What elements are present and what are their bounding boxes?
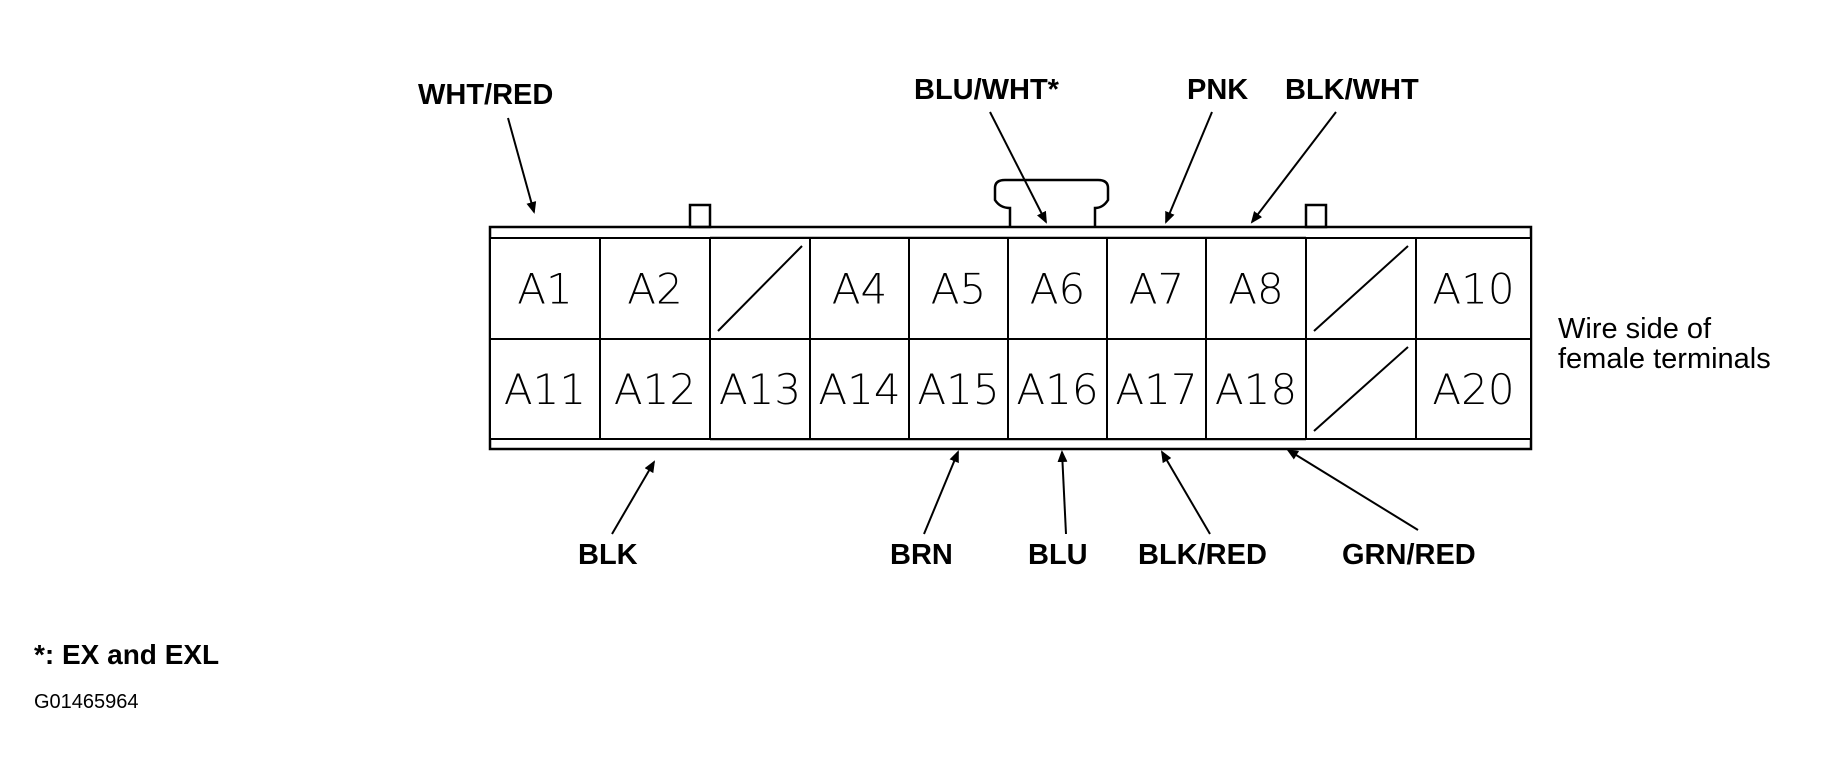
pin-cell: A15 bbox=[908, 338, 1009, 440]
wire-label-a6: BLU/WHT* bbox=[914, 74, 1060, 106]
footnote: *: EX and EXL bbox=[34, 639, 219, 670]
side-note-line1: Wire side of bbox=[1558, 313, 1712, 345]
pin-label: A8 bbox=[1228, 265, 1283, 314]
wire-label-a12: BLK bbox=[578, 539, 638, 571]
pin-label: A20 bbox=[1432, 365, 1514, 414]
pin-cell-box bbox=[1106, 237, 1207, 340]
wire-label-a1: WHT/RED bbox=[418, 79, 553, 111]
leader-a7 bbox=[1165, 111, 1213, 224]
leader-a6 bbox=[989, 111, 1047, 224]
pin-label: A14 bbox=[818, 365, 900, 414]
pin-cell: A20 bbox=[1415, 338, 1532, 440]
leader-a1 bbox=[507, 117, 537, 214]
leader-a12 bbox=[611, 460, 656, 535]
pin-cell: A7 bbox=[1106, 237, 1207, 340]
pin-label: A15 bbox=[917, 365, 999, 414]
leader-a16 bbox=[1057, 450, 1068, 535]
pin-label: A11 bbox=[504, 365, 586, 414]
pin-label: A10 bbox=[1432, 265, 1514, 314]
pin-cell: A8 bbox=[1205, 237, 1307, 340]
pin-cell: A4 bbox=[809, 237, 910, 340]
pin-cell-box bbox=[908, 338, 1009, 440]
pin-cell: A2 bbox=[599, 237, 711, 340]
empty-cavity-slash bbox=[717, 245, 803, 332]
pin-cavity-empty bbox=[709, 237, 811, 340]
pin-cell: A11 bbox=[489, 338, 601, 440]
leader-a15 bbox=[923, 450, 959, 535]
pin-cell-box bbox=[1415, 338, 1532, 440]
empty-cavity-slash bbox=[1313, 346, 1409, 432]
pin-cavity-empty bbox=[1305, 338, 1417, 440]
pin-label: A4 bbox=[832, 265, 887, 314]
pin-cell: A5 bbox=[908, 237, 1009, 340]
pin-label: A13 bbox=[719, 365, 801, 414]
side-note-line2: female terminals bbox=[1558, 343, 1771, 375]
pin-label: A18 bbox=[1215, 365, 1297, 414]
leader-a17 bbox=[1160, 450, 1211, 535]
pin-cell-box bbox=[489, 338, 601, 440]
wire-label-a15: BRN bbox=[890, 539, 953, 571]
pin-cell-box bbox=[1007, 237, 1108, 340]
pin-cell-box bbox=[1106, 338, 1207, 440]
wire-label-a17: BLK/RED bbox=[1138, 539, 1267, 571]
pin-cell: A1 bbox=[489, 237, 601, 340]
pin-cell: A16 bbox=[1007, 338, 1108, 440]
pin-cell-box bbox=[1205, 338, 1307, 440]
leader-lines bbox=[507, 111, 1419, 535]
right-latch bbox=[1304, 203, 1328, 229]
pin-cell: A17 bbox=[1106, 338, 1207, 440]
pin-label: A17 bbox=[1115, 365, 1197, 414]
pin-cell: A14 bbox=[809, 338, 910, 440]
pin-label: A16 bbox=[1016, 365, 1098, 414]
pin-label: A6 bbox=[1030, 265, 1085, 314]
leader-a18 bbox=[1286, 448, 1419, 531]
leader-a8 bbox=[1250, 111, 1337, 224]
figure-code: G01465964 bbox=[34, 691, 139, 713]
pin-cell: A6 bbox=[1007, 237, 1108, 340]
pin-cell-box bbox=[1205, 237, 1307, 340]
wire-label-a18: GRN/RED bbox=[1342, 539, 1476, 571]
pin-label: A2 bbox=[627, 265, 682, 314]
pin-cell-box bbox=[709, 338, 811, 440]
lock-tab bbox=[993, 178, 1110, 227]
wire-label-a8: BLK/WHT bbox=[1285, 74, 1419, 106]
pin-cavity-empty bbox=[1305, 237, 1417, 340]
pin-label: A1 bbox=[517, 265, 572, 314]
empty-cavity-slash bbox=[1313, 245, 1409, 332]
pin-cell-box bbox=[1007, 338, 1108, 440]
pin-label: A12 bbox=[614, 365, 696, 414]
pin-cell: A12 bbox=[599, 338, 711, 440]
pin-cell: A18 bbox=[1205, 338, 1307, 440]
pin-label: A7 bbox=[1129, 265, 1184, 314]
pin-label: A5 bbox=[931, 265, 986, 314]
pin-cell: A13 bbox=[709, 338, 811, 440]
wire-label-a16: BLU bbox=[1028, 539, 1088, 571]
left-latch bbox=[688, 203, 712, 229]
pin-cell-box bbox=[599, 237, 711, 340]
wire-label-a7: PNK bbox=[1187, 74, 1248, 106]
pin-cell: A10 bbox=[1415, 237, 1532, 340]
